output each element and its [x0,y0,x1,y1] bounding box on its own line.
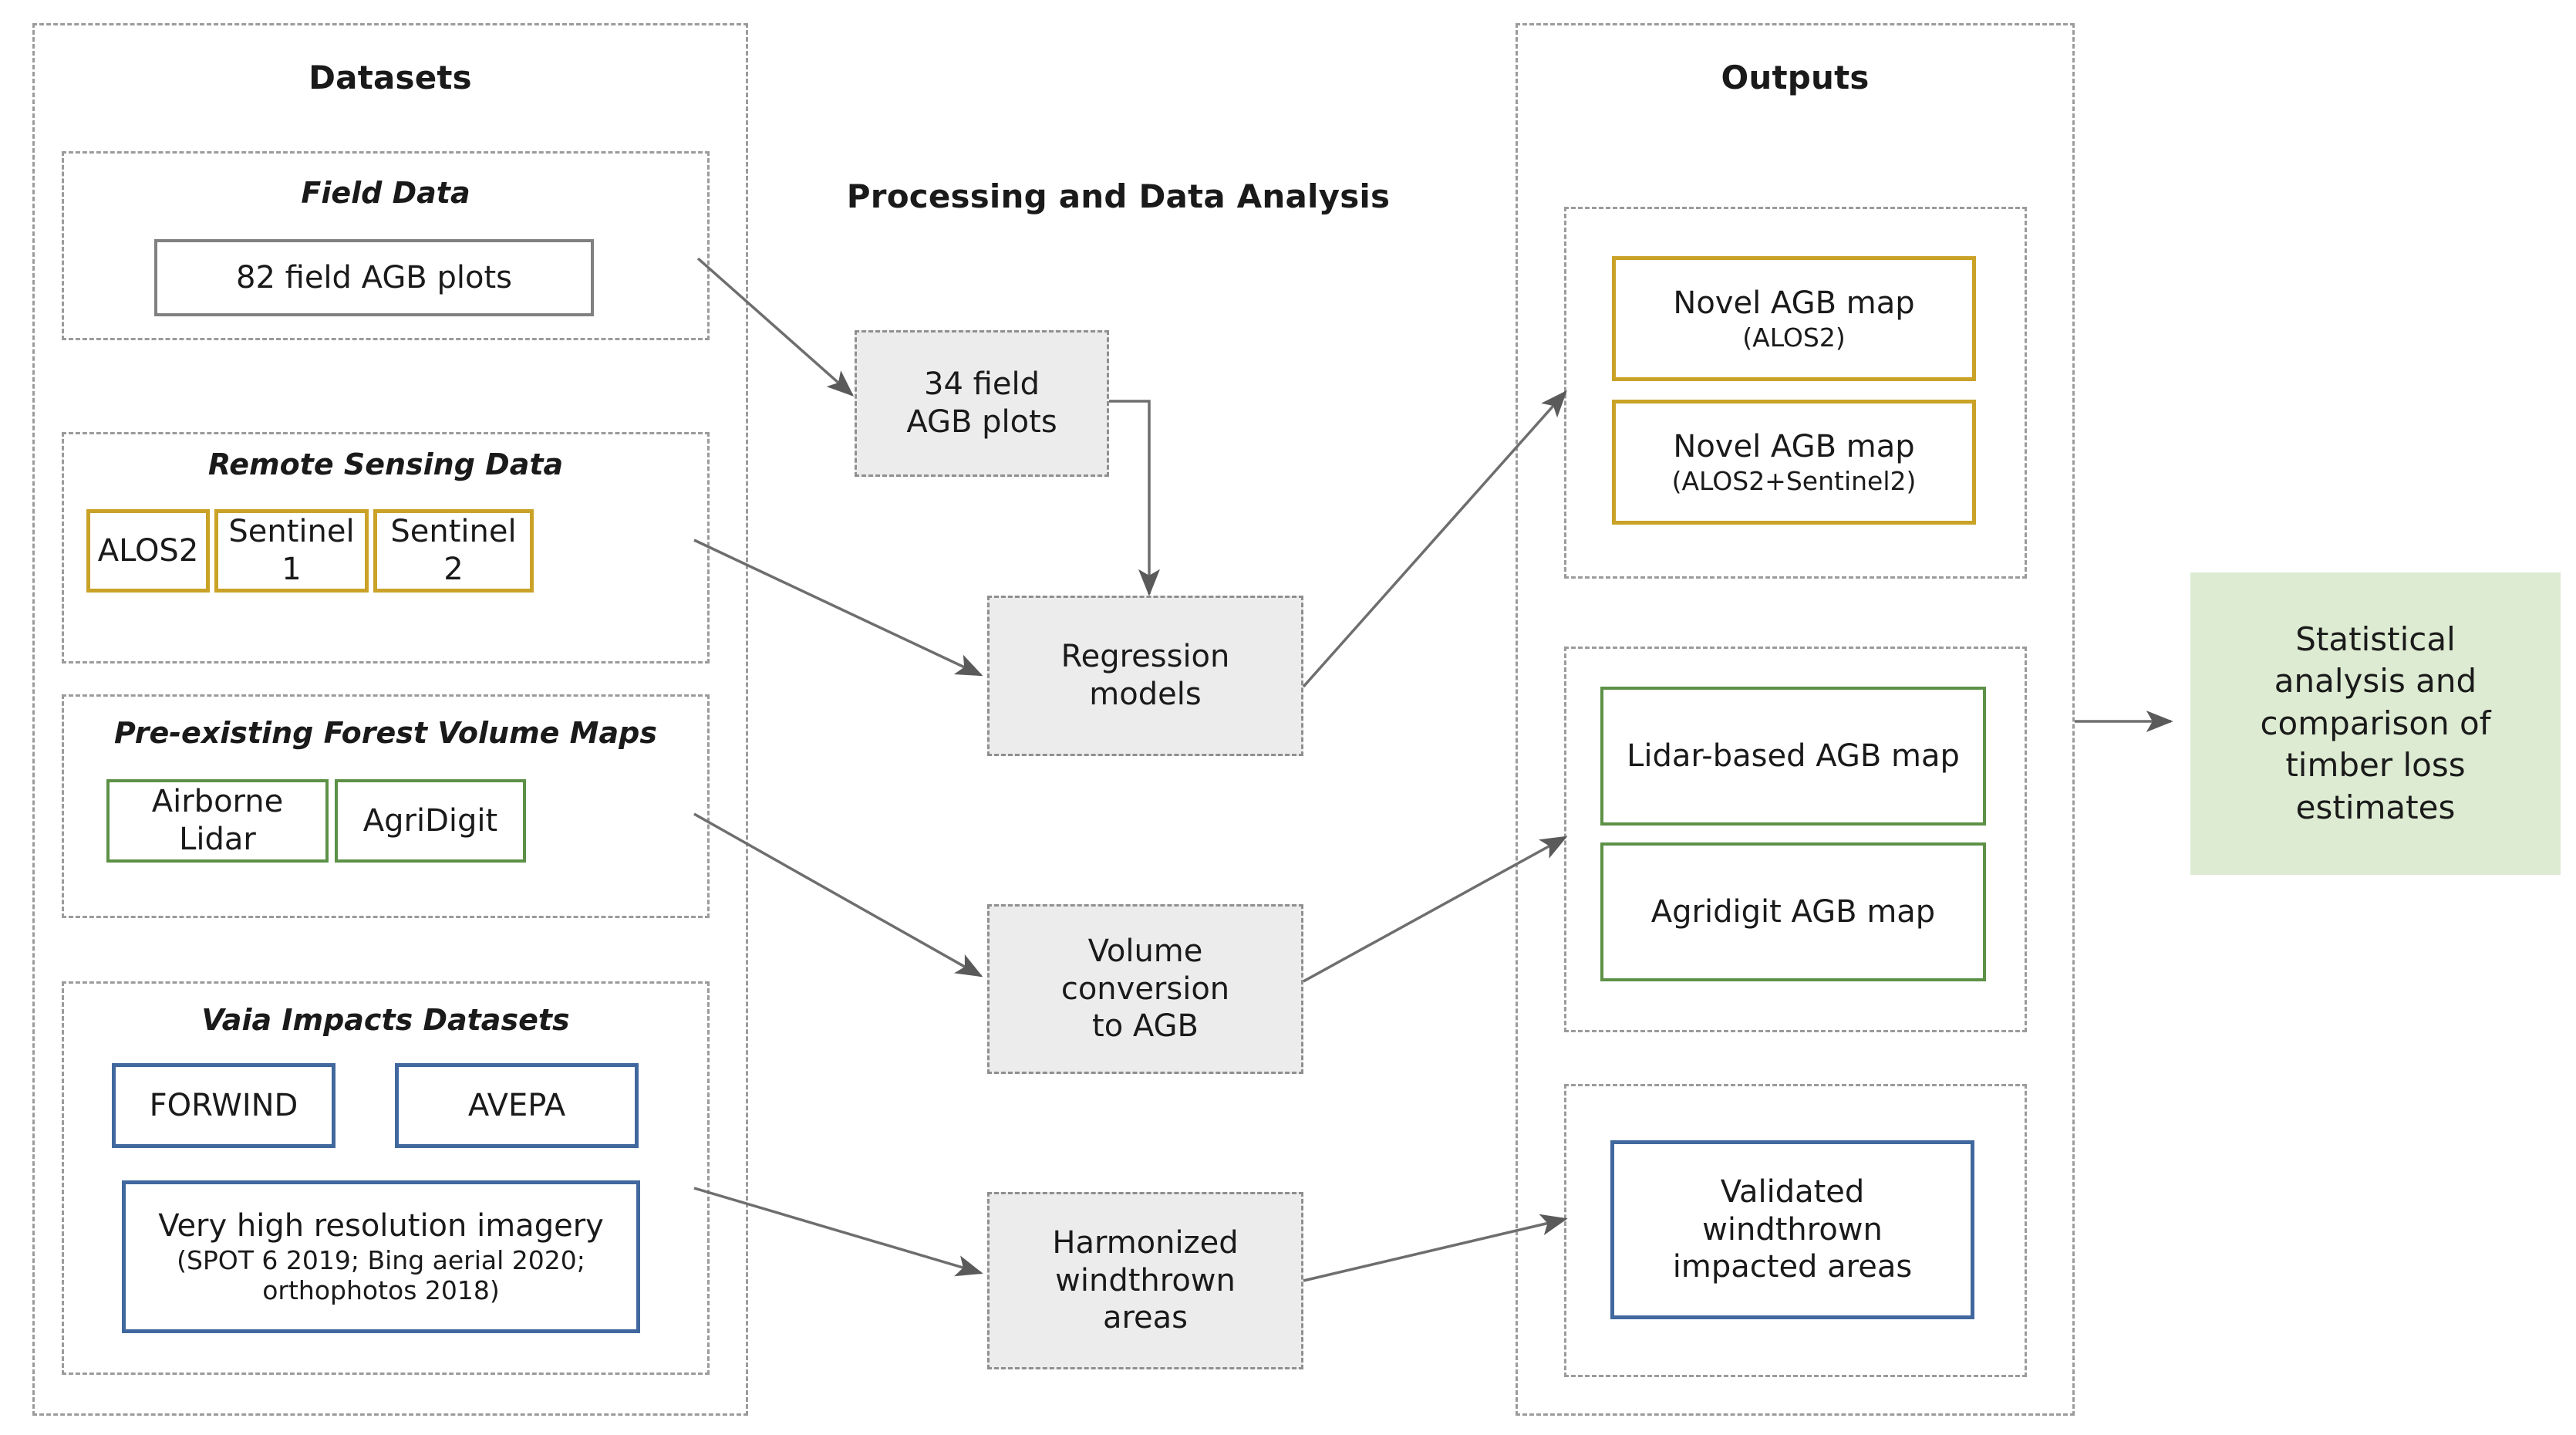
node-statistical-analysis-line1: Statistical [2295,620,2456,658]
node-regression-models-line2: models [1089,677,1202,712]
node-harmonized-windthrown-line2: windthrown [1055,1262,1236,1298]
node-novel-agb-map-alos2-sentinel2-label: Novel AGB map [1673,428,1915,464]
node-validated-windthrown-line1: Validated [1720,1173,1865,1210]
node-harmonized-windthrown-line3: areas [1102,1300,1189,1336]
node-very-high-resolution-imagery-sub-line1: (SPOT 6 2019; Bing aerial 2020; [177,1244,585,1275]
node-agridigit[interactable]: AgriDigit [335,779,526,863]
outputs-column-container [1516,23,2075,1416]
node-validated-windthrown-line2: windthrown [1702,1211,1883,1248]
node-novel-agb-map-alos2-sentinel2[interactable]: Novel AGB map (ALOS2+Sentinel2) [1612,400,1976,525]
datasets-column-title: Datasets [309,59,472,96]
node-avepa[interactable]: AVEPA [395,1063,639,1148]
node-sentinel-1[interactable]: Sentinel 1 [214,509,369,593]
node-novel-agb-map-alos2-sub: (ALOS2) [1742,322,1846,353]
node-regression-models-line1: Regression [1060,639,1230,675]
processing-column-title: Processing and Data Analysis [846,177,1391,215]
datasets-column-container [32,23,748,1416]
node-airborne-lidar-label: Airborne Lidar [151,784,284,857]
group-field-data [62,151,710,340]
node-volume-conversion-line3: to AGB [1092,1008,1199,1045]
node-alos2-label: ALOS2 [97,532,199,569]
node-harmonized-windthrown-line1: Harmonized [1052,1224,1239,1261]
node-statistical-analysis-line3: comparison of [2260,704,2491,742]
group-forest-volume-maps-title: Pre-existing Forest Volume Maps [114,716,657,750]
group-vaia-impacts-datasets-title: Vaia Impacts Datasets [201,1003,570,1037]
outputs-column-title: Outputs [1721,59,1870,96]
node-lidar-based-agb-map[interactable]: Lidar-based AGB map [1600,687,1986,826]
node-volume-conversion-line1: Volume [1087,933,1203,969]
node-34-field-agb-plots-line1: 34 field [924,366,1040,403]
node-sentinel-2-label: Sentinel 2 [390,514,517,587]
node-airborne-lidar[interactable]: Airborne Lidar [106,779,329,863]
node-novel-agb-map-alos2-sentinel2-sub: (ALOS2+Sentinel2) [1671,465,1917,496]
group-vaia-impacts-datasets [62,981,710,1375]
node-lidar-based-agb-map-label: Lidar-based AGB map [1627,738,1960,774]
node-validated-windthrown-line3: impacted areas [1672,1249,1913,1285]
node-agridigit-agb-map[interactable]: Agridigit AGB map [1600,842,1986,981]
node-very-high-resolution-imagery-label: Very high resolution imagery [158,1208,604,1244]
node-34-field-agb-plots-line2: AGB plots [906,404,1057,440]
node-statistical-analysis-line5: estimates [2295,788,2456,826]
node-agridigit-agb-map-label: Agridigit AGB map [1650,893,1936,930]
group-remote-sensing-data-title: Remote Sensing Data [207,447,564,481]
node-sentinel-2[interactable]: Sentinel 2 [373,509,534,593]
node-very-high-resolution-imagery[interactable]: Very high resolution imagery (SPOT 6 201… [122,1180,640,1333]
node-statistical-analysis[interactable]: Statistical analysis and comparison of t… [2190,572,2561,875]
node-novel-agb-map-alos2[interactable]: Novel AGB map (ALOS2) [1612,256,1976,381]
node-validated-windthrown-impacted-areas[interactable]: Validated windthrown impacted areas [1610,1140,1974,1319]
node-harmonized-windthrown-areas[interactable]: Harmonized windthrown areas [987,1192,1303,1369]
node-forwind-label: FORWIND [149,1087,298,1123]
node-alos2[interactable]: ALOS2 [86,509,210,593]
node-34-field-agb-plots[interactable]: 34 field AGB plots [855,330,1109,477]
node-very-high-resolution-imagery-sub-line2: orthophotos 2018) [262,1275,500,1306]
node-volume-conversion-line2: conversion [1060,971,1230,1007]
node-avepa-label: AVEPA [467,1087,566,1123]
node-statistical-analysis-line4: timber loss [2285,746,2466,785]
node-82-field-agb-plots[interactable]: 82 field AGB plots [154,239,594,316]
node-sentinel-1-label: Sentinel 1 [228,514,355,587]
node-agridigit-label: AgriDigit [362,802,498,839]
node-novel-agb-map-alos2-label: Novel AGB map [1673,285,1915,321]
group-forest-volume-maps [62,694,710,918]
node-forwind[interactable]: FORWIND [112,1063,335,1148]
node-statistical-analysis-line2: analysis and [2274,662,2477,701]
node-82-field-agb-plots-label: 82 field AGB plots [236,259,512,295]
node-regression-models[interactable]: Regression models [987,596,1303,756]
arrow-field34-to-regression [1109,400,1160,596]
node-volume-conversion-to-agb[interactable]: Volume conversion to AGB [987,904,1303,1074]
group-field-data-title: Field Data [301,176,470,210]
